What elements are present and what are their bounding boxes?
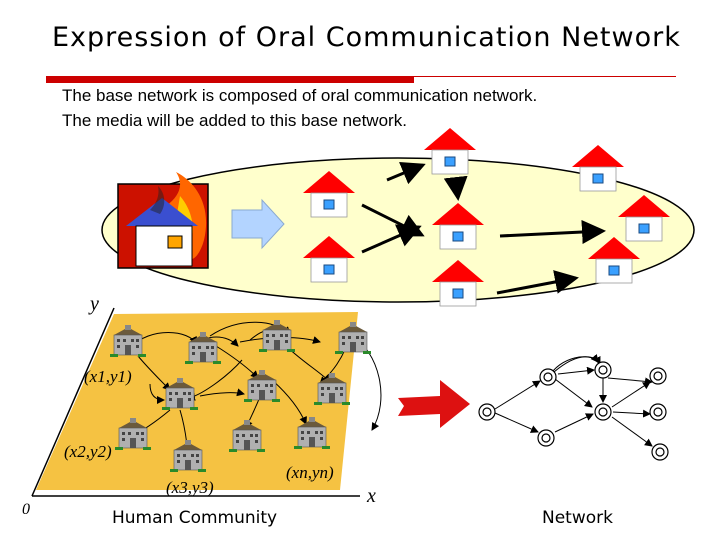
x-axis-label: x [366, 485, 376, 507]
y-axis-label: y [88, 293, 99, 315]
house-icon [571, 144, 625, 192]
title-underline-thin [414, 76, 676, 77]
slide-title: Expression of Oral Communication Network [52, 22, 681, 53]
origin-label: 0 [22, 501, 30, 518]
intro-line-2: The media will be added to this base net… [62, 111, 407, 130]
transform-arrow-icon [398, 380, 470, 428]
node-icon [539, 368, 557, 386]
node-icon [478, 403, 496, 421]
node-icon [594, 403, 612, 421]
point-label-2: (x2,y2) [64, 442, 112, 461]
point-label-n: (xn,yn) [286, 463, 334, 482]
human-community-caption: Human Community [112, 508, 278, 528]
node-icon [537, 429, 555, 447]
node-icon [649, 403, 667, 421]
point-label-1: (x1,y1) [84, 367, 132, 386]
house-icon [423, 127, 477, 175]
network-caption: Network [542, 508, 613, 528]
base-network-links [361, 162, 606, 295]
point-label-3: (x3,y3) [166, 478, 214, 497]
abstract-network-links [494, 354, 653, 447]
node-icon [649, 367, 667, 385]
node-icon [651, 443, 669, 461]
burning-house-icon [117, 172, 209, 269]
right-arrow-icon [231, 198, 285, 250]
y-axis-line [31, 307, 115, 497]
intro-line-1: The base network is composed of oral com… [62, 86, 538, 105]
node-icon [594, 361, 612, 379]
title-underline-thick [46, 76, 414, 83]
